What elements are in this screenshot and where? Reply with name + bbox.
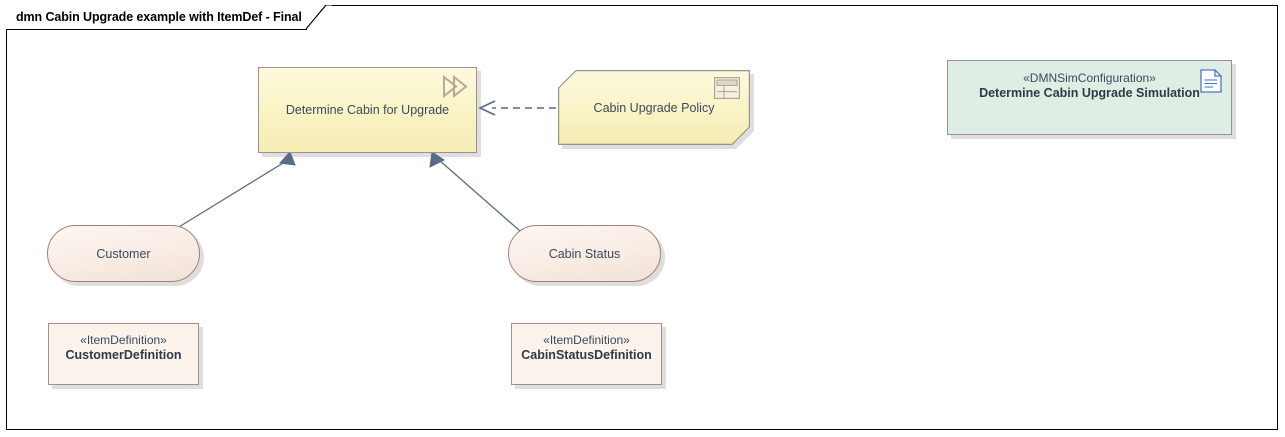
- item-definition-customer-stereotype: «ItemDefinition»: [80, 333, 167, 347]
- diagram-title-tab-body: dmn Cabin Upgrade example with ItemDef -…: [16, 5, 308, 29]
- connector-information-requirement-cabin-status[interactable]: [429, 151, 521, 232]
- item-definition-cabin-status-text-stack: «ItemDefinition» CabinStatusDefinition: [512, 333, 661, 362]
- item-definition-node-cabin-status[interactable]: «ItemDefinition» CabinStatusDefinition: [511, 323, 662, 385]
- document-icon: [1200, 69, 1222, 93]
- sim-configuration-stereotype: «DMNSimConfiguration»: [1023, 71, 1156, 85]
- filled-arrowhead-icon: [429, 151, 445, 168]
- item-definition-customer-name: CustomerDefinition: [65, 348, 182, 362]
- input-data-node-cabin-status[interactable]: Cabin Status: [508, 225, 661, 282]
- decision-node-label: Determine Cabin for Upgrade: [285, 103, 450, 117]
- input-data-cabin-status-label: Cabin Status: [548, 246, 621, 261]
- item-definition-node-customer[interactable]: «ItemDefinition» CustomerDefinition: [48, 323, 199, 385]
- connector-information-requirement-customer[interactable]: [173, 151, 296, 231]
- decision-table-icon: [714, 77, 740, 99]
- double-chevron-icon: [443, 74, 468, 99]
- business-knowledge-node-outline: [558, 70, 750, 145]
- item-definition-cabin-status-name: CabinStatusDefinition: [521, 348, 652, 362]
- input-data-node-customer[interactable]: Customer: [47, 225, 200, 282]
- business-knowledge-node-cabin-upgrade-policy[interactable]: Cabin Upgrade Policy: [558, 70, 750, 145]
- filled-arrowhead-icon: [278, 151, 296, 166]
- input-data-customer-label: Customer: [96, 246, 151, 261]
- business-knowledge-node-label: Cabin Upgrade Policy: [593, 100, 715, 115]
- diagram-title: dmn Cabin Upgrade example with ItemDef -…: [16, 10, 302, 24]
- open-arrowhead-icon: [478, 100, 496, 116]
- sim-configuration-name: Determine Cabin Upgrade Simulation: [979, 86, 1200, 100]
- diagram-title-tab[interactable]: dmn Cabin Upgrade example with ItemDef -…: [6, 5, 308, 29]
- sim-configuration-text-stack: «DMNSimConfiguration» Determine Cabin Up…: [948, 71, 1231, 100]
- item-definition-customer-text-stack: «ItemDefinition» CustomerDefinition: [49, 333, 198, 362]
- connector-knowledge-requirement[interactable]: [478, 100, 556, 116]
- item-definition-cabin-status-stereotype: «ItemDefinition»: [543, 333, 630, 347]
- diagram-title-tab-underline: [6, 29, 307, 30]
- decision-node-determine-cabin-for-upgrade[interactable]: Determine Cabin for Upgrade: [258, 67, 477, 153]
- sim-configuration-node[interactable]: «DMNSimConfiguration» Determine Cabin Up…: [947, 60, 1232, 135]
